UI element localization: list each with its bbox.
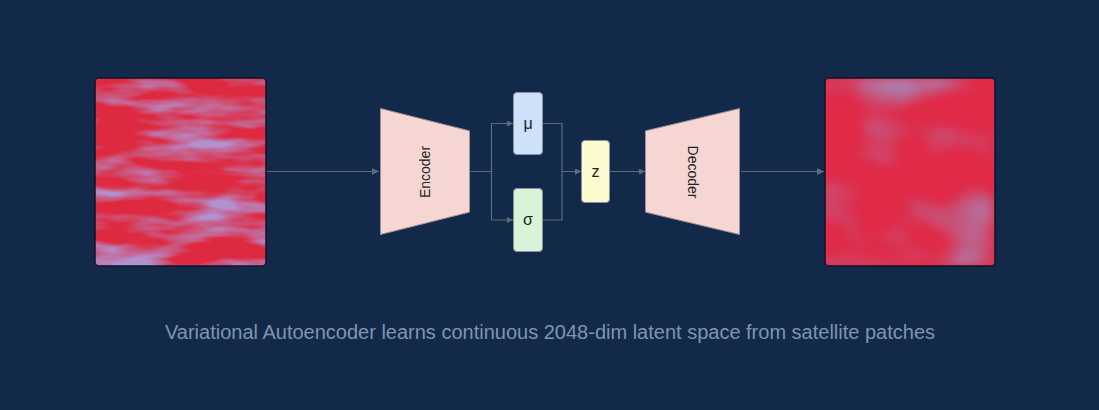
- patch-ground: [95, 78, 266, 266]
- patch-texture: [825, 78, 995, 266]
- block-label: σ: [523, 211, 533, 229]
- caption-text: Variational Autoencoder learns continuou…: [155, 318, 945, 346]
- connector: [543, 172, 581, 221]
- output-arrow: [741, 171, 824, 172]
- latent-box: μ: [513, 92, 543, 155]
- patch-texture: [95, 78, 266, 266]
- block-label: z: [592, 163, 600, 181]
- latent-box: σ: [513, 188, 543, 252]
- trapezoid-shape: [381, 109, 470, 235]
- trapezoid-shape: [646, 109, 740, 235]
- network-block: Encoder: [380, 108, 470, 235]
- connector: [543, 124, 581, 172]
- caption-box: Variational Autoencoder learns continuou…: [155, 318, 945, 346]
- input-patch: [95, 78, 266, 266]
- connector: [610, 171, 645, 172]
- block-label: μ: [523, 115, 532, 133]
- block-label: Encoder: [417, 145, 433, 197]
- input-arrow: [267, 171, 379, 172]
- latent-box: z: [581, 140, 610, 203]
- connector: [470, 124, 513, 172]
- patch-frame: [825, 78, 995, 266]
- output-patch: [825, 78, 995, 266]
- patch-ground: [825, 78, 995, 266]
- connector: [470, 172, 513, 221]
- patch-frame: [95, 78, 266, 266]
- network-block: Decoder: [645, 108, 740, 235]
- block-label: Decoder: [685, 145, 701, 198]
